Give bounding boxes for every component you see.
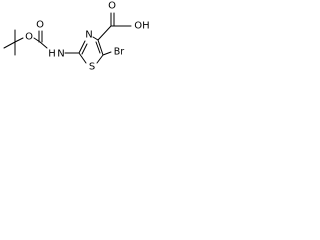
bond-tbu-methyl-left: [3, 41, 16, 49]
bond-ring-c5-to-c4-b: [95, 41, 101, 54]
molecule-structure: O O N H S N Br O OH: [3, 1, 150, 73]
bond-ring-c2-to-n-a: [78, 40, 86, 54]
bond-ring-c4-to-n: [92, 36, 99, 41]
atom-acid-oh: OH: [134, 21, 149, 32]
atom-amide-h: H: [48, 49, 56, 60]
atom-ether-o: O: [25, 32, 33, 43]
bond-c5-to-br: [102, 51, 112, 56]
bond-carbonyl-c-to-nh: [39, 41, 48, 49]
bond-ring-s-to-c5: [96, 54, 104, 64]
bond-ring-c5-to-c4-a: [97, 39, 104, 56]
atom-ring-s: S: [89, 62, 95, 73]
bond-tbu-to-ether-o: [14, 37, 24, 43]
atom-amide-n: N: [57, 49, 64, 60]
bond-ring-c2-to-n-b: [81, 43, 88, 55]
atom-acid-carbonyl-o: O: [108, 1, 116, 12]
atom-ring-n: N: [85, 30, 92, 41]
atom-bromine: Br: [114, 47, 125, 58]
bond-ring-c2-to-s: [78, 52, 87, 64]
bond-c4-to-acid-c: [97, 25, 112, 41]
atom-carbonyl-o-ester: O: [36, 20, 44, 31]
